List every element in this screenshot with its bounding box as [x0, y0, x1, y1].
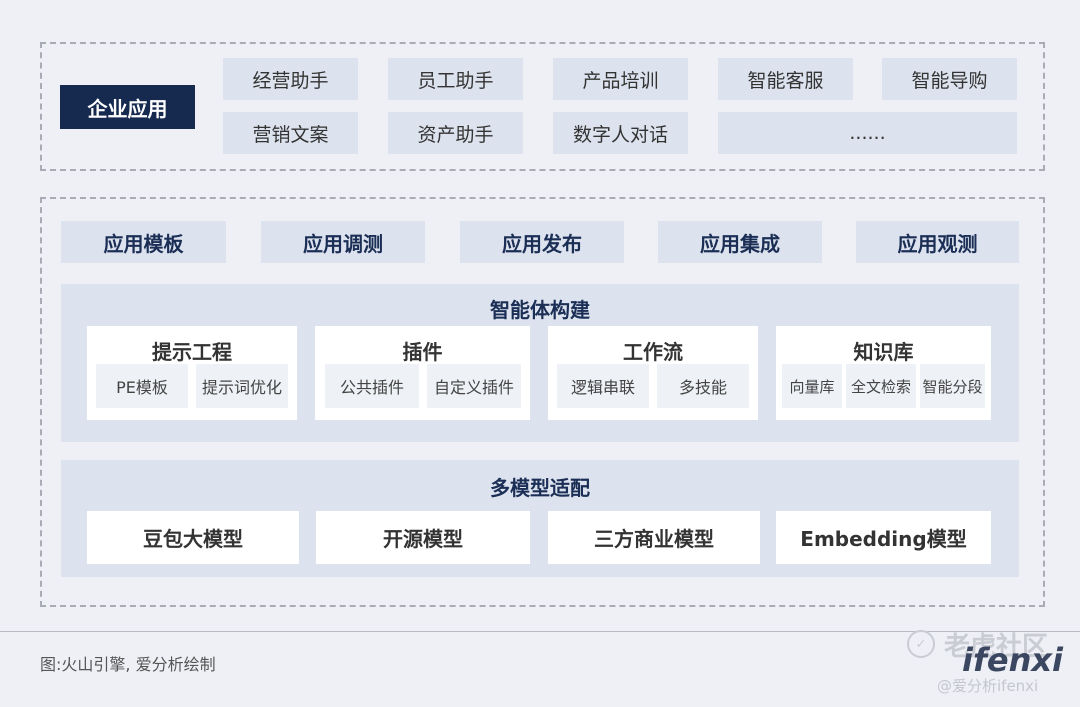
watermark-logo-icon: ✓	[907, 630, 935, 658]
app-chip-digital-human: 数字人对话	[553, 112, 688, 154]
app-chip-asset-assistant: 资产助手	[388, 112, 523, 154]
platform-section	[40, 197, 1045, 607]
card-plugins: 插件 公共插件 自定义插件	[315, 326, 530, 420]
sub-item: 自定义插件	[427, 364, 521, 408]
app-chip-smart-service: 智能客服	[718, 58, 853, 100]
app-chip-product-training: 产品培训	[553, 58, 688, 100]
agent-build-title: 智能体构建	[490, 298, 590, 322]
card-workflow: 工作流 逻辑串联 多技能	[548, 326, 758, 420]
card-prompt-engineering: 提示工程 PE模板 提示词优化	[87, 326, 297, 420]
model-open-source: 开源模型	[316, 511, 530, 564]
watermark-brand: ifenxi	[962, 641, 1063, 679]
watermark-line1: 老虎社区	[944, 632, 1049, 662]
enterprise-app-section	[40, 42, 1045, 171]
card-title: 知识库	[853, 340, 914, 364]
card-title: 提示工程	[152, 340, 232, 364]
sub-item: PE模板	[96, 364, 188, 408]
card-knowledge-base: 知识库 向量库 全文检索 智能分段	[776, 326, 991, 420]
tool-app-debug: 应用调测	[261, 221, 425, 263]
footer-divider	[0, 631, 1080, 632]
model-embedding: Embedding模型	[776, 511, 991, 564]
app-chip-employee-assistant: 员工助手	[388, 58, 523, 100]
sub-item: 向量库	[782, 364, 842, 408]
model-third-party: 三方商业模型	[548, 511, 760, 564]
sub-item: 提示词优化	[196, 364, 288, 408]
app-chip-smart-shopping: 智能导购	[882, 58, 1017, 100]
sub-item: 多技能	[657, 364, 749, 408]
tool-app-template: 应用模板	[61, 221, 226, 263]
app-chip-business-assistant: 经营助手	[223, 58, 358, 100]
sub-item: 公共插件	[325, 364, 419, 408]
app-chip-marketing-copy: 营销文案	[223, 112, 358, 154]
card-title: 工作流	[623, 340, 683, 364]
app-chip-more: ......	[718, 112, 1017, 154]
model-doubao: 豆包大模型	[87, 511, 299, 564]
sub-item: 逻辑串联	[557, 364, 649, 408]
watermark-handle: @爱分析ifenxi	[937, 677, 1039, 695]
tool-app-observe: 应用观测	[856, 221, 1019, 263]
enterprise-app-label: 企业应用	[60, 85, 195, 129]
card-title: 插件	[402, 340, 443, 364]
tool-app-integration: 应用集成	[658, 221, 822, 263]
sub-item: 智能分段	[920, 364, 985, 408]
sub-item: 全文检索	[846, 364, 916, 408]
tool-app-publish: 应用发布	[460, 221, 624, 263]
source-caption: 图:火山引擎, 爱分析绘制	[40, 655, 216, 674]
multi-model-title: 多模型适配	[490, 476, 590, 500]
